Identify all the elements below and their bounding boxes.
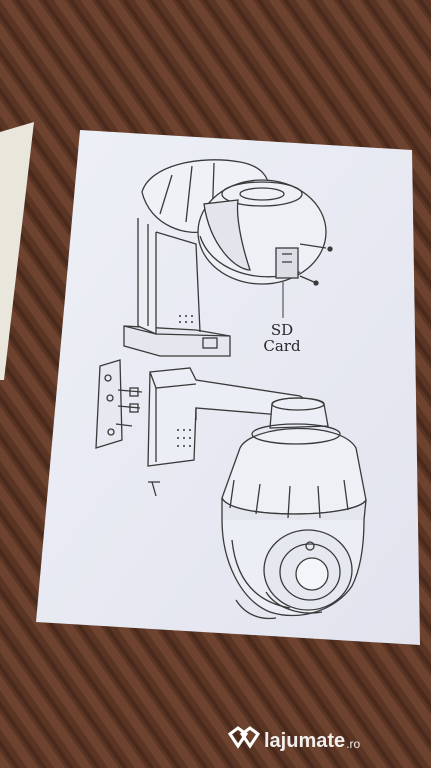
left-paper-sheet	[0, 122, 34, 380]
watermark: lajumate .ro	[264, 726, 360, 756]
desk-mount-camera	[123, 159, 333, 357]
ptz-dome-camera	[221, 397, 367, 620]
sd-card-label-line2: Card	[263, 337, 301, 355]
sd-card-label-line1: SD	[270, 321, 294, 339]
watermark-tld: .ro	[346, 737, 361, 751]
watermark-brand: lajumate	[264, 729, 346, 752]
sd-card-label: SD Card	[258, 322, 306, 354]
lajumate-logo-icon	[227, 726, 261, 749]
wall-plate	[95, 359, 160, 497]
